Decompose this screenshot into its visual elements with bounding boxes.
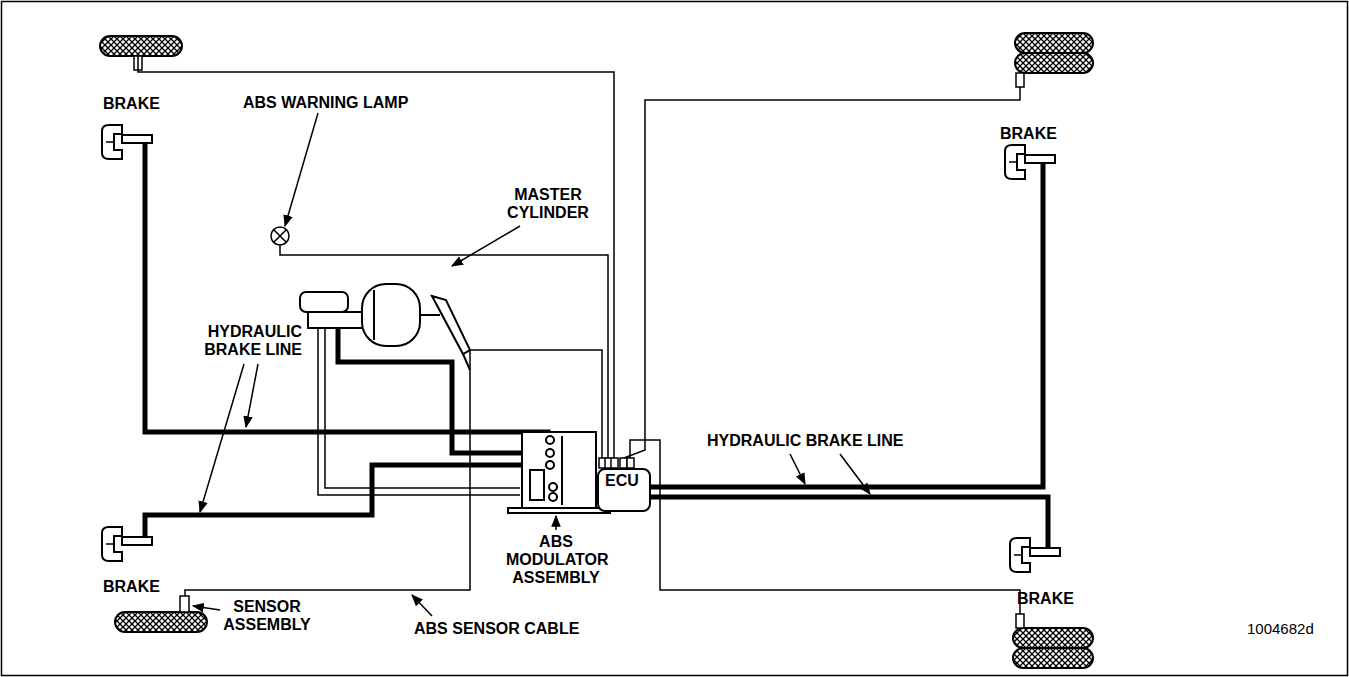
part-label: HYDRAULIC BRAKE LINE	[190, 323, 302, 359]
part-label: MASTER CYLINDER	[498, 186, 598, 222]
brake-calipers	[102, 125, 1060, 572]
hydraulic-lines	[145, 143, 1048, 556]
modulator-assembly	[508, 432, 610, 513]
wheel-tires	[100, 33, 1093, 668]
warning-lamp	[271, 227, 289, 245]
ecu-box: ECU	[597, 468, 651, 512]
sensor-wires	[138, 56, 1020, 614]
part-label: HYDRAULIC BRAKE LINE	[707, 432, 903, 450]
ecu-label: ECU	[605, 472, 643, 490]
ecu-connector-pins	[599, 458, 634, 468]
leader-arrows	[193, 113, 870, 616]
wheel-sensors	[134, 56, 1024, 628]
part-label: SENSOR ASSEMBLY	[222, 598, 312, 634]
part-label: BRAKE	[103, 95, 160, 113]
part-label: BRAKE	[103, 578, 160, 596]
part-label: BRAKE	[1000, 125, 1057, 143]
master-cylinder	[300, 284, 470, 370]
part-label: BRAKE	[1017, 590, 1074, 608]
figure-number: 1004682d	[1247, 620, 1314, 638]
part-label: ABS SENSOR CABLE	[414, 620, 579, 638]
part-label: ABS MODULATOR ASSEMBLY	[506, 533, 606, 587]
part-label: ABS WARNING LAMP	[243, 94, 408, 112]
